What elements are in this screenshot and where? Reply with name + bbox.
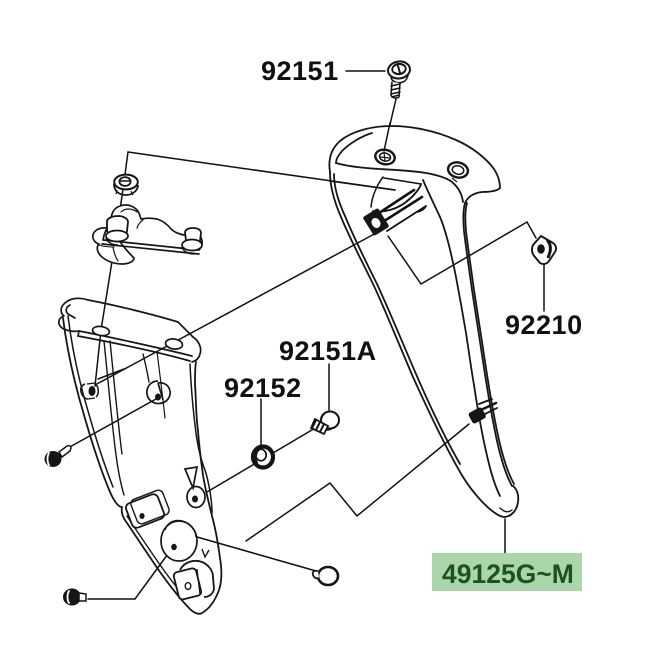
svg-text:92152: 92152	[224, 373, 302, 403]
svg-text:92151: 92151	[261, 56, 339, 86]
svg-text:92151A: 92151A	[279, 336, 377, 366]
svg-text:49125G~M: 49125G~M	[442, 559, 574, 589]
svg-text:92210: 92210	[505, 310, 583, 340]
